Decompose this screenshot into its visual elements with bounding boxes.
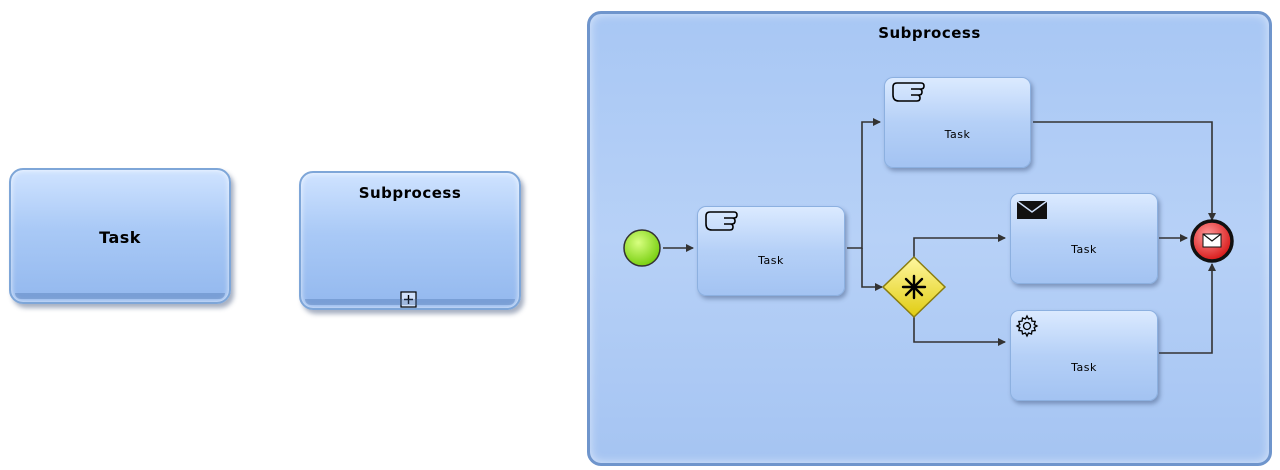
collapsed-subprocess-label: Subprocess	[358, 184, 462, 202]
upper-user-task-label: Task	[944, 128, 971, 141]
user-task-node[interactable]: Task	[697, 206, 845, 296]
flow-upper-to-end	[1033, 121, 1216, 221]
flow-task-to-gateway	[861, 248, 883, 291]
send-task-label: Task	[1071, 243, 1097, 256]
envelope-icon	[1202, 233, 1222, 248]
hand-icon	[705, 211, 738, 231]
asterisk-icon	[901, 274, 927, 300]
task-node[interactable]: Task	[9, 168, 231, 304]
flow-task-to-upper	[847, 118, 881, 249]
collapsed-subprocess-node[interactable]: Subprocess	[299, 171, 521, 310]
start-event[interactable]	[622, 228, 664, 270]
gear-icon	[1015, 314, 1039, 338]
service-task-node[interactable]: Task	[1010, 310, 1158, 401]
complex-gateway[interactable]	[882, 255, 948, 319]
user-task-label: Task	[758, 254, 784, 267]
task-label: Task	[99, 228, 141, 247]
upper-user-task-node[interactable]: Task	[884, 77, 1031, 168]
service-task-label: Task	[1071, 361, 1097, 374]
envelope-icon	[1016, 200, 1048, 219]
flow-gateway-to-service	[913, 312, 1006, 346]
message-end-event[interactable]	[1188, 217, 1236, 265]
hand-icon	[892, 82, 925, 102]
flow-gateway-to-send	[913, 234, 1006, 262]
flow-service-to-end	[1159, 263, 1216, 354]
send-task-node[interactable]: Task	[1010, 193, 1158, 284]
expanded-subprocess-label: Subprocess	[878, 24, 981, 42]
